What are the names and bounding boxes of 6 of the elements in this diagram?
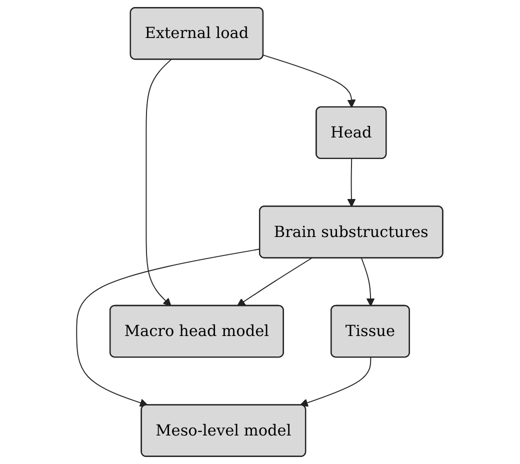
process-box: Brain substructures (259, 206, 444, 258)
process-box: Macro head model (110, 304, 284, 358)
process-box: Meso-level model (141, 404, 306, 457)
process-box: Head (316, 106, 387, 160)
process-box: Tissue (330, 304, 410, 358)
process-box: External load (130, 7, 264, 60)
